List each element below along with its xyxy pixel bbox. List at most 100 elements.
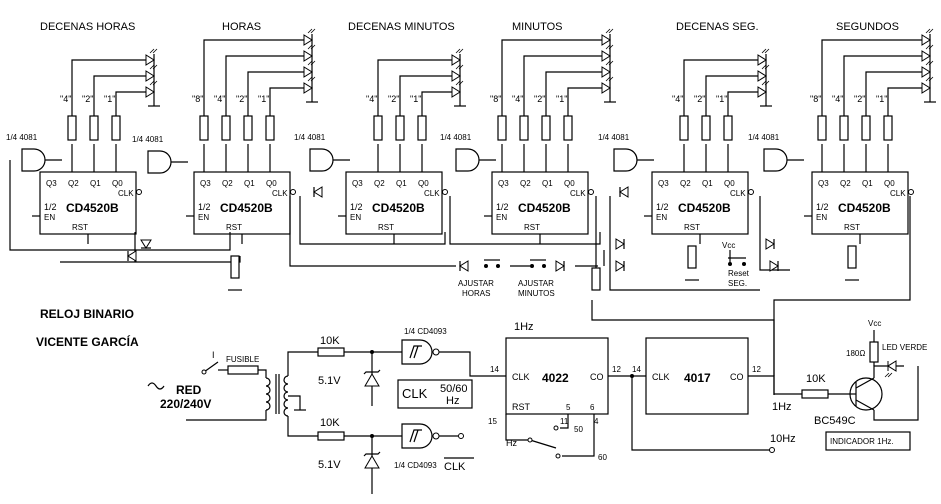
pin-q: Q3 bbox=[658, 179, 669, 188]
label-1hz-top: 1Hz bbox=[514, 321, 534, 333]
bit-led bbox=[145, 64, 158, 82]
half-label: 1/2 bbox=[656, 202, 669, 212]
bit-resistor bbox=[679, 115, 689, 141]
pin-clk: CLK bbox=[570, 189, 586, 198]
chip-4022: CLK 4022 CO RST 5 6 14 12 15 11 4 bbox=[488, 337, 621, 426]
bit-resistor bbox=[563, 115, 573, 141]
pin-q: Q2 bbox=[520, 179, 531, 188]
indicator-label: INDICADOR 1Hz. bbox=[830, 437, 894, 446]
reset-resistor-dseg bbox=[687, 245, 697, 269]
weight-label: "8" bbox=[490, 94, 501, 104]
pin-rst: RST bbox=[684, 223, 700, 232]
weight-label: "1" bbox=[716, 94, 727, 104]
bit-led bbox=[757, 80, 770, 98]
fuse bbox=[227, 365, 259, 375]
counter-chip-3 bbox=[345, 171, 443, 235]
chip-name: CD4520B bbox=[518, 201, 571, 215]
bit-resistor bbox=[221, 115, 231, 141]
bit-resistor bbox=[243, 115, 253, 141]
pin-q: Q1 bbox=[702, 179, 713, 188]
adj-horas-diode bbox=[459, 260, 469, 272]
bit-resistor bbox=[723, 115, 733, 141]
bit-led bbox=[757, 48, 770, 66]
chip-name: CD4520B bbox=[678, 201, 731, 215]
svg-text:RST: RST bbox=[512, 402, 531, 412]
power-supply: RED 220/240V I FUSIBLE 10K 5.1V 10K bbox=[147, 335, 402, 494]
adjust-horas-label-1: AJUSTAR bbox=[458, 279, 494, 288]
header-decenas-seg: DECENAS SEG. bbox=[676, 21, 759, 33]
chip-name: CD4520B bbox=[372, 201, 425, 215]
svg-text:CO: CO bbox=[730, 372, 744, 382]
led-wire bbox=[269, 87, 304, 106]
counter-chip-5 bbox=[651, 171, 749, 235]
half-label: 1/2 bbox=[816, 202, 829, 212]
red-label: RED bbox=[176, 383, 202, 397]
weight-label: "1" bbox=[876, 94, 887, 104]
hz-50-label: 50 bbox=[574, 425, 583, 434]
led-wire bbox=[247, 71, 304, 106]
bit-led bbox=[601, 76, 614, 94]
adj-minutos-diode bbox=[555, 260, 565, 272]
gate-label: 1/4 4081 bbox=[132, 135, 164, 144]
and-gate bbox=[763, 148, 788, 172]
reset-seg-button[interactable] bbox=[728, 250, 746, 266]
zener1-label: 5.1V bbox=[318, 375, 341, 387]
svg-text:CLK: CLK bbox=[652, 372, 670, 382]
nand-gate-top: 1/4 CD4093 bbox=[401, 327, 506, 377]
bit-led bbox=[921, 60, 934, 78]
pin-rst: RST bbox=[378, 223, 394, 232]
pin-clk: CLK bbox=[730, 189, 746, 198]
bit-resistor bbox=[67, 115, 77, 141]
pin-q: Q1 bbox=[90, 179, 101, 188]
reset-diode-4 bbox=[619, 186, 629, 198]
pin-q: Q1 bbox=[542, 179, 553, 188]
clk-box-unit: Hz bbox=[446, 395, 459, 407]
adjust-minutos-button[interactable] bbox=[530, 259, 546, 268]
adjust-minutos-label-1: AJUSTAR bbox=[518, 279, 554, 288]
bit-resistor bbox=[199, 115, 209, 141]
reset-diode-1 bbox=[140, 239, 152, 249]
led-wire bbox=[399, 75, 452, 106]
and-gate bbox=[309, 148, 334, 172]
reset-resistor-seg bbox=[847, 245, 857, 269]
bit-led bbox=[601, 60, 614, 78]
weight-label: "1" bbox=[258, 94, 269, 104]
pin-clk: CLK bbox=[272, 189, 288, 198]
pin-q: Q3 bbox=[498, 179, 509, 188]
svg-text:4017: 4017 bbox=[684, 371, 711, 385]
clk-input bbox=[588, 189, 594, 195]
weight-label: "4" bbox=[214, 94, 225, 104]
bit-led bbox=[303, 28, 316, 46]
svg-text:4022: 4022 bbox=[542, 371, 569, 385]
led-wire bbox=[501, 39, 602, 106]
bit-resistor bbox=[89, 115, 99, 141]
weight-label: "2" bbox=[236, 94, 247, 104]
header-segundos: SEGUNDOS bbox=[836, 21, 899, 33]
svg-text:15: 15 bbox=[488, 417, 497, 426]
clk-box bbox=[397, 379, 473, 409]
led-wire bbox=[567, 87, 602, 106]
bit-led bbox=[921, 28, 934, 46]
svg-text:12: 12 bbox=[752, 365, 761, 374]
chip-name: CD4520B bbox=[838, 201, 891, 215]
pin-q: Q1 bbox=[862, 179, 873, 188]
resistor-10k-top bbox=[317, 347, 345, 357]
pin-q: Q0 bbox=[266, 179, 277, 188]
and-gate bbox=[455, 148, 480, 172]
pin-q: Q3 bbox=[352, 179, 363, 188]
and-gate bbox=[147, 150, 172, 174]
clk-input bbox=[136, 189, 142, 195]
led-wire bbox=[545, 71, 602, 106]
reset-vcc-label: Vcc bbox=[722, 241, 735, 250]
resistor-10k-bottom bbox=[317, 431, 345, 441]
clk-input bbox=[908, 189, 914, 195]
adjust-horas-button[interactable] bbox=[484, 259, 500, 268]
clk-box-freq: 50/60 bbox=[440, 383, 468, 395]
hz-60-label: 60 bbox=[598, 453, 607, 462]
led-wire bbox=[421, 91, 452, 106]
weight-label: "4" bbox=[512, 94, 523, 104]
pin-clk: CLK bbox=[118, 189, 134, 198]
led-wire bbox=[71, 59, 146, 106]
adjust-minutos-label-2: MINUTOS bbox=[518, 289, 555, 298]
clk-input bbox=[748, 189, 754, 195]
